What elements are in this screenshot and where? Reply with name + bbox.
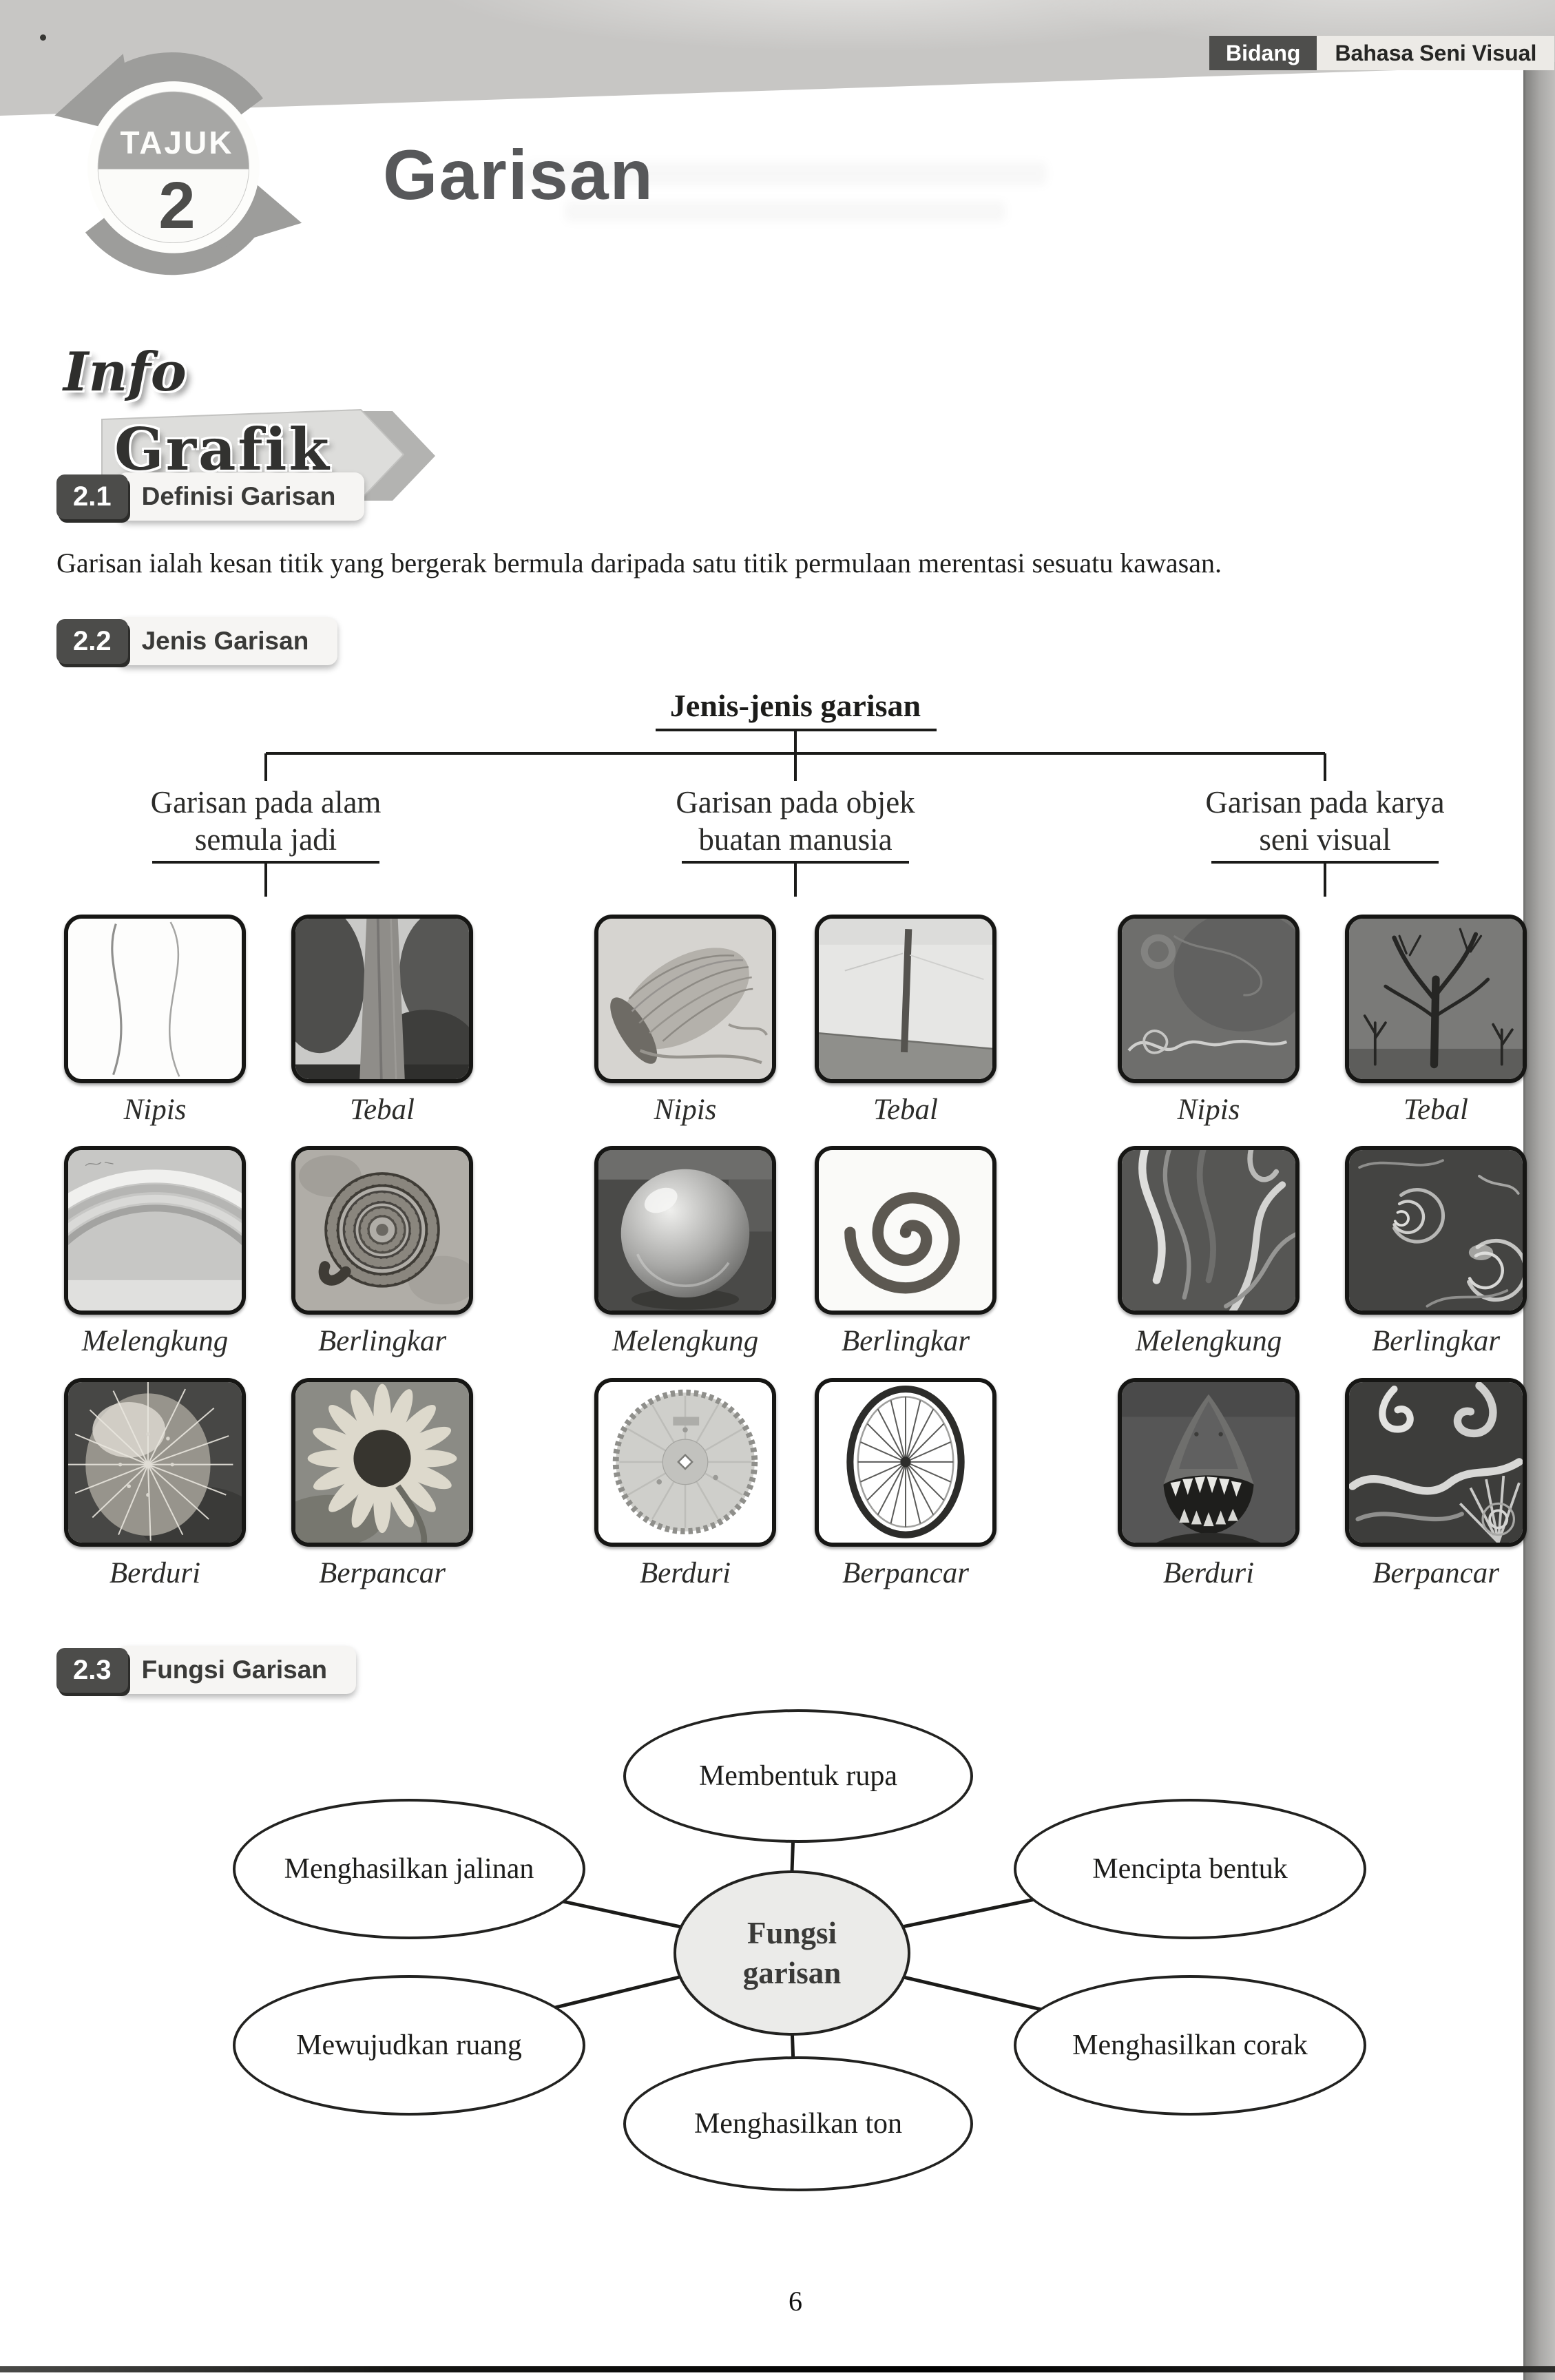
grid-tile: Berpancar (1345, 1378, 1527, 1590)
page-number: 6 (789, 2286, 802, 2317)
field-label: Bidang (1209, 36, 1317, 70)
scan-background-right (1523, 62, 1555, 2380)
artwork-swirl-marbling (1345, 1146, 1527, 1315)
scan-artifact-dot (40, 34, 46, 41)
tree-branch-label-nature: Garisan pada alam semula jadi (150, 785, 382, 857)
photo-ball-of-twine (594, 915, 776, 1083)
mindmap-center-node: Fungsi garisan (674, 1870, 910, 2036)
artwork-thin-swirls (1118, 915, 1300, 1083)
grid-tile: Berpancar (815, 1378, 996, 1590)
grid-tile: Berduri (594, 1378, 776, 1590)
grid-tile: Berduri (1118, 1378, 1300, 1590)
definition-text: Garisan ialah kesan titik yang bergerak … (56, 547, 1222, 578)
photo-coiled-millipede (291, 1146, 473, 1315)
photo-sunflower (291, 1378, 473, 1547)
photo-circular-saw-blade (594, 1378, 776, 1547)
scan-ghosting (565, 201, 1005, 222)
tree-branch-label-manmade: Garisan pada objek buatan manusia (676, 785, 915, 857)
artwork-shark-jaws (1118, 1378, 1300, 1547)
topic-badge-word: TAJUK (120, 125, 234, 160)
grid-tile: Melengkung (64, 1146, 246, 1358)
grid-tile: Berpancar (291, 1378, 473, 1590)
mindmap-node-mencipta-bentuk: Mencipta bentuk (1014, 1799, 1366, 1939)
section-title: Jenis Garisan (116, 617, 338, 665)
circular-arrows-icon (54, 52, 302, 275)
section-number-badge: 2.3 (56, 1647, 128, 1693)
grid-tile: Tebal (815, 915, 996, 1127)
grid-tile: Berlingkar (815, 1146, 996, 1358)
photo-utility-pole (815, 915, 996, 1083)
artwork-radiating-swirls (1345, 1378, 1527, 1547)
field-value: Bahasa Seni Visual (1317, 36, 1555, 70)
mindmap-node-mewujudkan-ruang: Mewujudkan ruang (233, 1975, 585, 2116)
field-banner: Bidang Bahasa Seni Visual (1209, 36, 1555, 70)
mindmap-node-membentuk-rupa: Membentuk rupa (623, 1709, 973, 1843)
tree-root-label: Jenis-jenis garisan (669, 688, 921, 723)
grid-tile: Tebal (291, 915, 473, 1127)
photo-glass-sphere (594, 1146, 776, 1315)
photo-rainbow-arc (64, 1146, 246, 1315)
grid-tile: Berlingkar (1345, 1146, 1527, 1358)
mindmap-node-menghasilkan-jalinan: Menghasilkan jalinan (233, 1799, 585, 1939)
grid-tile: Tebal (1345, 915, 1527, 1127)
scan-ghosting (523, 162, 1047, 185)
photo-bicycle-wheel (815, 1378, 996, 1547)
section-header-2-2: 2.2 Jenis Garisan (56, 617, 338, 665)
tree-branch-label-artwork: Garisan pada karya seni visual (1205, 785, 1445, 857)
artwork-marbled-waves (1118, 1146, 1300, 1315)
grid-tile: Nipis (64, 915, 246, 1127)
scan-edge-line (0, 2366, 1555, 2372)
mindmap-node-menghasilkan-ton: Menghasilkan ton (623, 2056, 973, 2191)
photo-mosquito-coil (815, 1146, 996, 1315)
logo-word-grafik: Grafik (114, 415, 331, 483)
grid-tile: Melengkung (594, 1146, 776, 1358)
photo-tree-trunk (291, 915, 473, 1083)
grid-tile: Berlingkar (291, 1146, 473, 1358)
grid-tile: Nipis (1118, 915, 1300, 1127)
section-title: Definisi Garisan (116, 472, 365, 521)
grid-tile: Melengkung (1118, 1146, 1300, 1358)
logo-word-info: Info (63, 341, 187, 404)
page-title: Garisan (383, 136, 654, 214)
section-header-2-3: 2.3 Fungsi Garisan (56, 1646, 356, 1694)
photo-thin-wavy-lines (64, 915, 246, 1083)
topic-badge-number: 2 (158, 169, 196, 242)
photo-spiny-cactus (64, 1378, 246, 1547)
grid-tile: Nipis (594, 915, 776, 1127)
artwork-bare-tree (1345, 915, 1527, 1083)
section-title: Fungsi Garisan (116, 1646, 356, 1694)
section-header-2-1: 2.1 Definisi Garisan (56, 472, 365, 521)
mindmap-node-menghasilkan-corak: Menghasilkan corak (1014, 1975, 1366, 2116)
section-number-badge: 2.1 (56, 474, 128, 519)
topic-badge: TAJUK 2 (36, 43, 304, 285)
grid-tile: Berduri (64, 1378, 246, 1590)
section-number-badge: 2.2 (56, 618, 128, 664)
